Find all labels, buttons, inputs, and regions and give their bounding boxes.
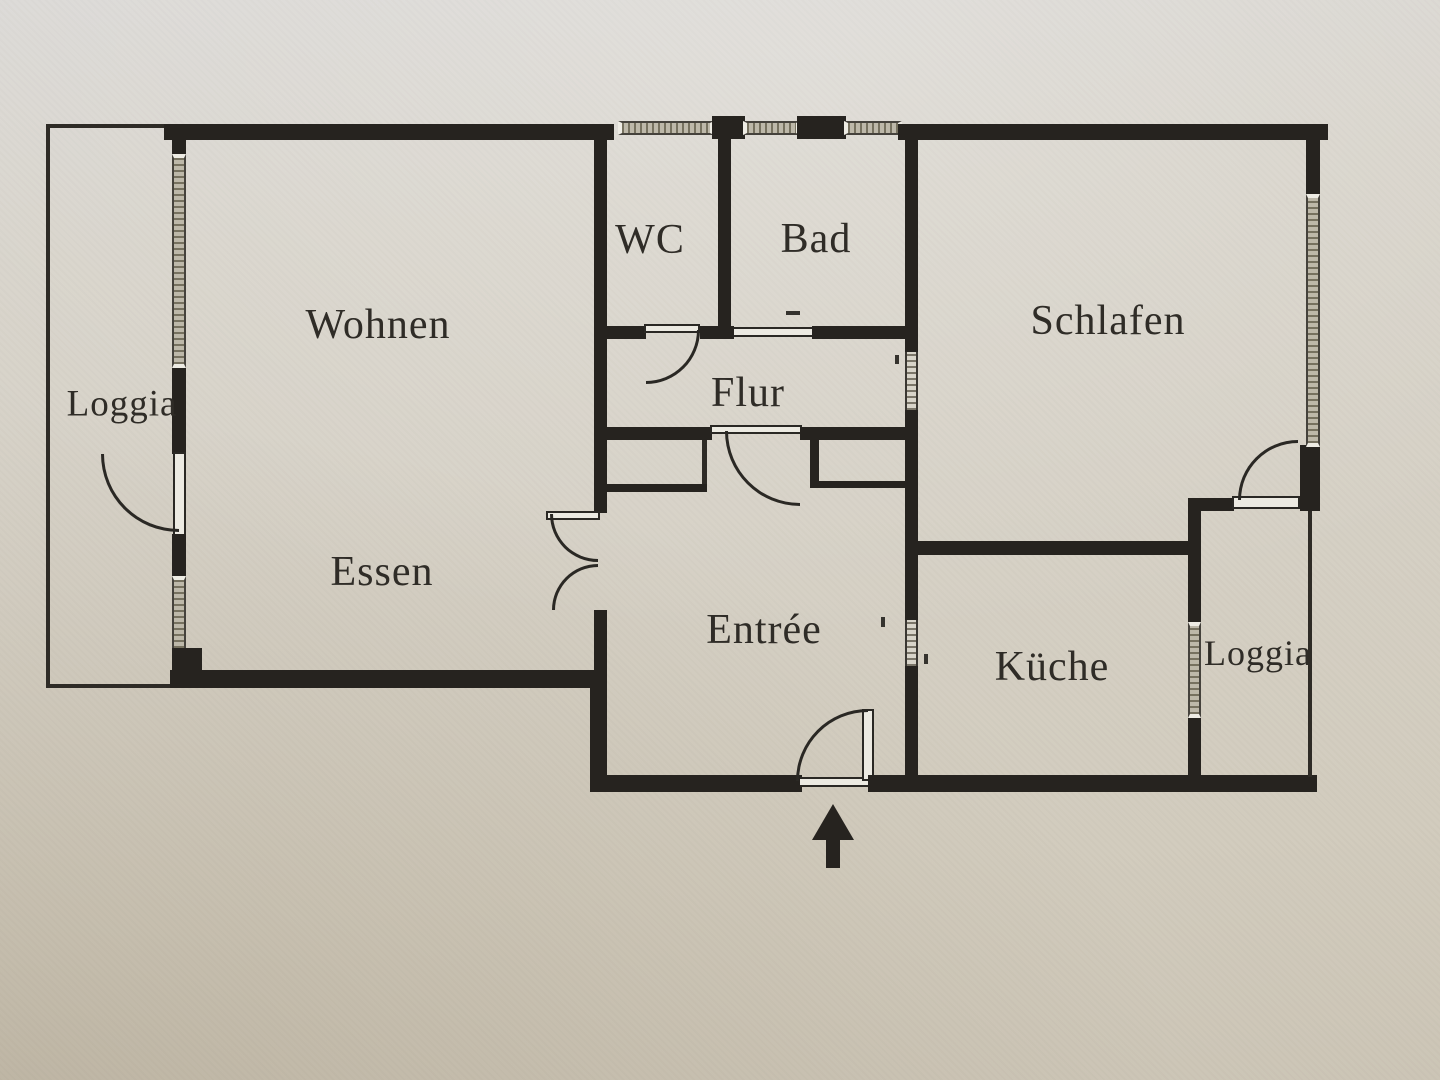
wall-segment	[1188, 511, 1201, 622]
window-schlafen-east	[1306, 194, 1320, 447]
tick-mark	[895, 355, 899, 364]
entrance-arrow-icon	[812, 804, 854, 840]
room-label-bad: Bad	[780, 216, 852, 262]
wc-door-arc	[646, 330, 700, 384]
window-essen-west	[172, 576, 186, 652]
wall-segment	[700, 326, 734, 339]
room-label-entree: Entrée	[706, 607, 822, 653]
room-label-wc: WC	[615, 217, 685, 263]
wall-segment	[905, 420, 918, 610]
wall-segment	[172, 368, 186, 454]
entree-kueche-door	[905, 620, 918, 666]
wall-segment	[600, 326, 646, 339]
room-label-flur: Flur	[710, 370, 786, 416]
closet-left-bottom	[600, 484, 707, 492]
closet-left-edge	[702, 440, 707, 486]
wall-segment	[600, 427, 712, 440]
tick-mark	[881, 617, 885, 627]
window-wc-north	[618, 121, 714, 135]
room-label-wohnen: Wohnen	[305, 302, 451, 348]
wall-segment	[172, 534, 186, 576]
room-label-schlafen: Schlafen	[1030, 298, 1186, 344]
wall-schlafen-kueche-divider	[918, 541, 1190, 555]
tick-mark	[786, 311, 800, 315]
flur-schlafen-door	[905, 352, 918, 410]
loggia-left-outline-left	[46, 124, 50, 688]
room-label-kueche: Küche	[994, 644, 1110, 690]
loggia-left-outline-top	[46, 124, 172, 128]
room-label-loggia-left: Loggia	[66, 383, 178, 425]
window-kueche-loggia	[1188, 622, 1201, 718]
loggia-left-door-arc	[101, 454, 179, 532]
window-bad-north-2	[844, 121, 902, 135]
entrance-arrow-stem	[826, 838, 840, 868]
window-wohnen-west	[172, 154, 186, 368]
door-cap	[905, 342, 918, 352]
closet-right-edge	[810, 440, 819, 488]
wall-top-wohnen	[164, 124, 614, 140]
door-cap	[905, 610, 918, 620]
wall-south-entree	[600, 775, 802, 792]
closet-right-bottom	[812, 481, 905, 488]
entrance-door-arc	[796, 709, 868, 781]
loggia-right-outline-east	[1308, 511, 1312, 777]
wall-segment	[1188, 718, 1201, 778]
wall-connector	[590, 670, 607, 792]
wall-wc-bad-divider	[718, 124, 731, 328]
wall-segment	[905, 676, 918, 792]
wall-pier	[797, 116, 846, 139]
bad-door-threshold	[734, 327, 812, 337]
tick-mark	[924, 654, 928, 664]
wall-segment	[905, 124, 918, 342]
wall-segment	[800, 427, 905, 440]
wall-segment	[1188, 498, 1234, 511]
door-cap	[905, 666, 918, 676]
room-label-essen: Essen	[330, 549, 434, 595]
window-bad-north-1	[743, 121, 800, 135]
essen-door-arc-upper	[550, 514, 598, 562]
door-cap	[905, 410, 918, 420]
loggia-right-door-arc	[1238, 440, 1298, 500]
wall-segment	[812, 326, 905, 339]
wall-south-east	[868, 775, 1317, 792]
loggia-left-outline-bottom	[46, 684, 186, 688]
essen-door-arc-lower	[552, 564, 598, 610]
room-label-loggia-right: Loggia	[1204, 633, 1312, 673]
wall-top-schlafen	[898, 124, 1328, 140]
wall-essen-south	[170, 670, 603, 688]
wall-corner	[1306, 124, 1320, 194]
flur-entree-door-arc	[725, 431, 800, 506]
wall-segment	[594, 124, 607, 513]
wall-corner	[172, 648, 202, 688]
wall-segment	[1306, 447, 1320, 511]
